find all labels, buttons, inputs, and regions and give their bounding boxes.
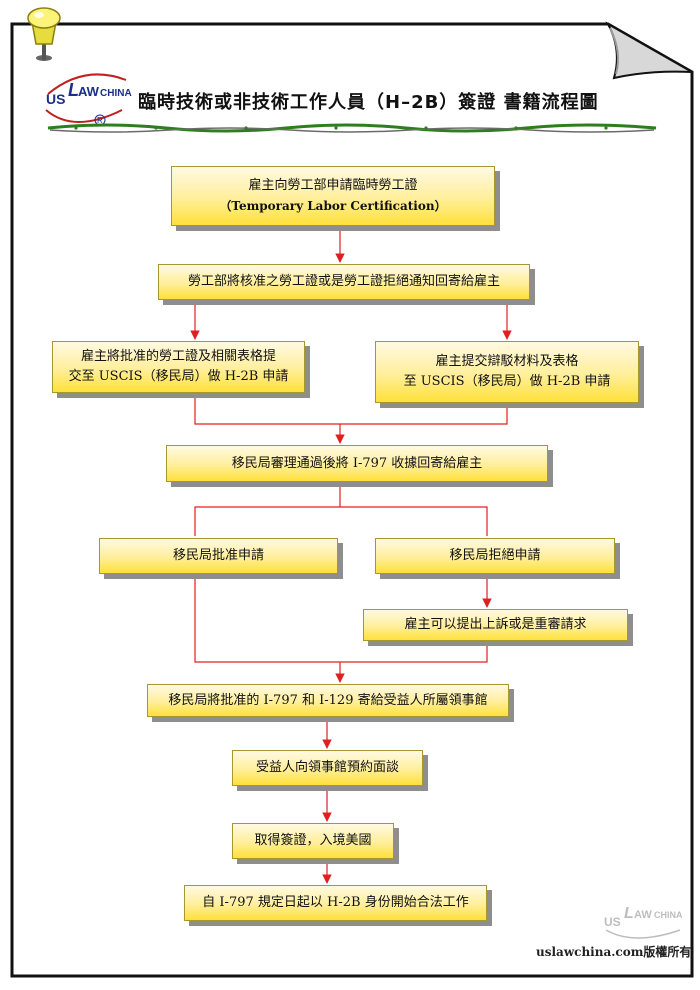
step-obtain-visa: 取得簽證，入境美國 (232, 823, 394, 859)
pushpin-icon (27, 7, 61, 61)
svg-text:CHINA: CHINA (654, 910, 683, 920)
svg-text:US: US (46, 91, 65, 107)
svg-text:US: US (604, 915, 621, 929)
svg-text:AW: AW (634, 909, 652, 921)
paper-outline (10, 22, 694, 978)
watermark-logo: US L AW CHINA (604, 905, 683, 939)
branch-rebuttal-materials: 雇主提交辯駁材料及表格 至 USCIS（移民局）做 H-2B 申請 (375, 341, 639, 403)
decorative-divider (47, 123, 657, 133)
decision-approved: 移民局批准申請 (99, 538, 338, 574)
svg-text:AW: AW (78, 84, 100, 99)
step-appeal-or-reconsider: 雇主可以提出上訴或是重審請求 (363, 609, 628, 641)
branch-right-line-2: 至 USCIS（移民局）做 H-2B 申請 (403, 374, 611, 389)
step-schedule-interview: 受益人向領事館預約面談 (232, 750, 423, 786)
split-decision (194, 506, 488, 536)
branch-left-line-1: 雇主將批准的勞工證及相關表格提 (80, 349, 276, 364)
decision-denied: 移民局拒絕申請 (375, 538, 615, 574)
paper-sheet (10, 21, 694, 978)
step-1-line-2: （Temporary Labor Certification） (219, 199, 447, 213)
page-title: 臨時技術或非技術工作人員（H–2B）簽證 書籍流程圖 (138, 92, 599, 113)
branch-left-line-2: 交至 USCIS（移民局）做 H-2B 申請 (68, 369, 289, 384)
step-start-legal-work: 自 I-797 規定日起以 H-2B 身份開始合法工作 (184, 885, 487, 921)
merge-decision (194, 574, 488, 663)
copyright-notice: uslawchina.com版權所有 (536, 945, 692, 959)
svg-text:CHINA: CHINA (100, 88, 132, 99)
step-receipt-returned: 移民局審理通過後將 I-797 收據回寄給雇主 (166, 445, 548, 482)
svg-text:L: L (624, 905, 634, 922)
step-apply-labor-certification: 雇主向勞工部申請臨時勞工證 （Temporary Labor Certifica… (171, 166, 495, 226)
merge-branches (194, 393, 508, 425)
step-1-line-1: 雇主向勞工部申請臨時勞工證 (248, 178, 418, 193)
svg-text:L: L (68, 80, 79, 100)
uslawchina-logo: US L AW CHINA R (45, 73, 132, 126)
svg-text:R: R (97, 116, 103, 125)
branch-approved-certificate: 雇主將批准的勞工證及相關表格提 交至 USCIS（移民局）做 H-2B 申請 (52, 341, 305, 393)
step-labor-dept-decision: 勞工部將核准之勞工證或是勞工證拒絕通知回寄給雇主 (158, 264, 530, 300)
branch-right-line-1: 雇主提交辯駁材料及表格 (435, 354, 579, 369)
step-forward-to-consulate: 移民局將批准的 I-797 和 I-129 寄給受益人所屬領事館 (147, 684, 509, 717)
